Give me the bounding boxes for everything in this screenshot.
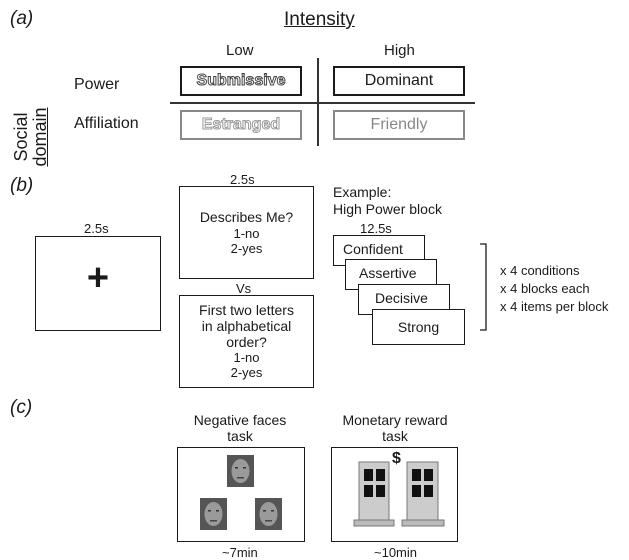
alphabetical-question-box: First two letters in alphabetical order?…	[179, 295, 314, 388]
q2-line-1: First two letters	[199, 302, 294, 318]
task2-title-line-1: Monetary reward	[342, 412, 448, 428]
task2-duration: ~10min	[374, 545, 417, 560]
task1-title-line-2: task	[227, 428, 253, 444]
word-card-4: Strong	[372, 309, 465, 345]
cell-power-low: Submissive	[180, 66, 302, 96]
q1-line-3: 2-yes	[230, 241, 263, 256]
social-domain-label: Social domain	[11, 92, 50, 182]
cell-affil-low: Estranged	[180, 110, 302, 140]
fixation-cross: +	[86, 257, 110, 299]
row-affiliation-label: Affiliation	[74, 115, 139, 132]
face-icon-top	[227, 455, 254, 487]
word-card-1-text: Confident	[343, 241, 403, 257]
example-line-1: Example:	[333, 184, 392, 200]
door-icon-right	[401, 461, 445, 527]
word-card-4-text: Strong	[397, 319, 440, 335]
monetary-reward-screen: $	[331, 447, 458, 542]
dollar-sign: $	[392, 450, 401, 467]
task2-title: Monetary reward task	[325, 412, 465, 444]
door-icon-left	[353, 461, 395, 527]
cell-power-low-text: Submissive	[196, 72, 286, 90]
versus-label: Vs	[236, 281, 252, 296]
task1-title-line-1: Negative faces	[193, 412, 287, 428]
domain-label: domain	[30, 107, 50, 167]
task1-title: Negative faces task	[170, 412, 310, 444]
task2-title-line-2: task	[382, 428, 408, 444]
q2-line-5: 2-yes	[230, 365, 263, 380]
multiplier-3: x 4 items per block	[500, 299, 609, 314]
block-time: 12.5s	[360, 221, 392, 236]
face-icon-right	[255, 498, 282, 530]
q1-line-1: Describes Me?	[199, 209, 294, 225]
q2-line-4: 1-no	[233, 350, 260, 365]
fixation-screen: +	[35, 236, 161, 331]
panel-b-label: (b)	[10, 175, 34, 196]
faces-illustration	[200, 455, 282, 530]
column-high-label: High	[384, 42, 415, 59]
q2-line-3: order?	[226, 334, 267, 350]
cell-power-high: Dominant	[333, 66, 465, 96]
panel-a-label: (a)	[10, 8, 34, 29]
bracket	[480, 243, 487, 331]
cell-affil-low-text: Estranged	[201, 116, 281, 134]
self-reference-question-box: Describes Me? 1-no 2-yes	[179, 186, 314, 279]
column-low-label: Low	[226, 42, 254, 59]
task1-duration: ~7min	[222, 545, 258, 560]
panel-c-label: (c)	[10, 397, 33, 418]
intensity-title: Intensity	[284, 9, 355, 30]
fixation-time: 2.5s	[84, 221, 109, 236]
grid-vertical-line	[317, 58, 319, 146]
cell-affil-high: Friendly	[333, 110, 465, 140]
social-label: Social	[11, 112, 31, 162]
row-power-label: Power	[74, 76, 120, 93]
word-card-2-text: Assertive	[359, 265, 417, 281]
q2-line-2: in alphabetical	[201, 318, 292, 334]
question-time: 2.5s	[230, 172, 255, 187]
word-card-3-text: Decisive	[375, 290, 428, 306]
negative-faces-screen	[177, 447, 305, 542]
doors-illustration	[353, 461, 445, 527]
face-icon-left	[200, 498, 227, 530]
grid-horizontal-line	[170, 102, 475, 104]
q1-line-2: 1-no	[233, 226, 260, 241]
cell-power-high-text: Dominant	[364, 72, 434, 89]
example-line-2: High Power block	[333, 201, 442, 217]
multiplier-2: x 4 blocks each	[500, 281, 590, 296]
cell-affil-high-text: Friendly	[370, 116, 428, 133]
multiplier-1: x 4 conditions	[500, 263, 580, 278]
